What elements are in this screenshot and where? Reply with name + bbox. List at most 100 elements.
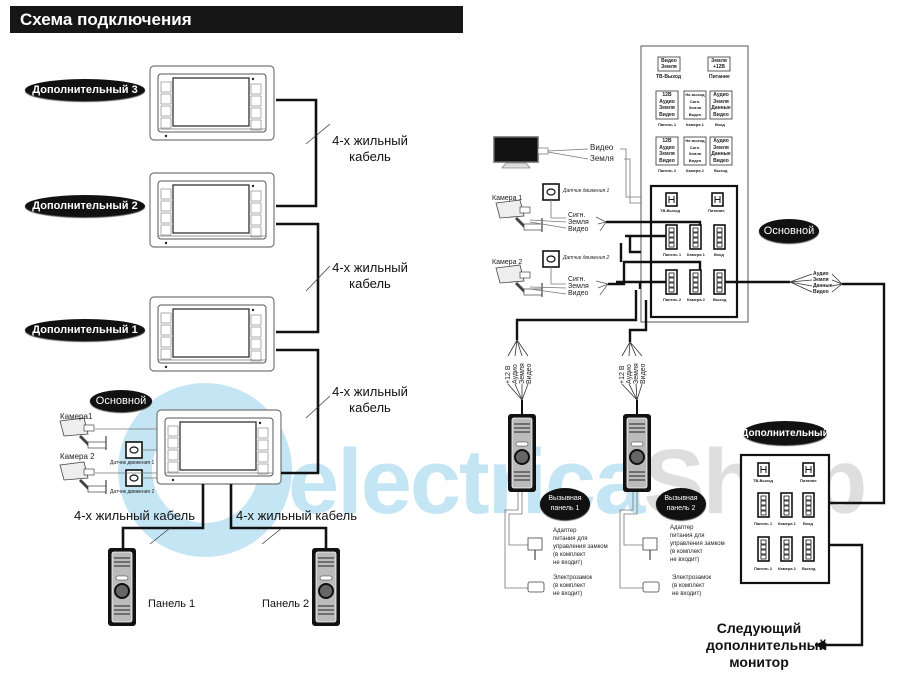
- call-panel-1-label: Вызывная панель 1: [540, 488, 590, 520]
- wire-signal: Сигн.: [568, 276, 586, 283]
- text-line: Электрозамок: [672, 575, 712, 581]
- legend-line: Земля: [688, 105, 702, 110]
- legend-line: Видео: [659, 111, 675, 118]
- main-connector-box: [649, 184, 739, 319]
- text-line: (в комплект: [553, 552, 586, 558]
- legend-caption-input: Вход: [715, 122, 725, 127]
- extra-conn-label-camera-2: Камера 2: [778, 566, 796, 571]
- monitor-extra-1: [149, 296, 275, 372]
- connector-panel-2: [665, 269, 678, 295]
- extra-connector-box: [739, 453, 831, 585]
- text-line: дополнительный: [706, 637, 828, 653]
- text-line: Адаптер: [553, 528, 577, 534]
- cable-label-line1: 4-х жильный: [332, 133, 408, 148]
- legend-line: Видео: [688, 157, 702, 163]
- text-line: (в комплект: [670, 549, 703, 555]
- legend-caption-output: Выход: [714, 168, 728, 173]
- legend-line: Аудио: [659, 98, 675, 105]
- extra-conn-label-panel-2: Панель 2: [754, 566, 773, 571]
- legend-line: 12В: [662, 138, 672, 144]
- extra-connector-input: [802, 492, 815, 518]
- wire-video: Видео: [568, 226, 589, 233]
- motion-sensor-2-icon: [125, 469, 143, 487]
- extra-conn-label-input: Вход: [803, 521, 813, 526]
- conn-label-tv-out: ТВ-Выход: [660, 208, 681, 213]
- wire-video: Видео: [568, 290, 589, 297]
- panel-1-label: Панель 1: [148, 598, 196, 610]
- legend-line: Видео: [713, 157, 729, 164]
- camera-1-right-label: Камера 1: [492, 195, 523, 202]
- monitor-main: [156, 409, 282, 485]
- call-panel-2-right-icon: [622, 413, 652, 493]
- camera-1-icon: [58, 416, 108, 452]
- extra-connector-camera-1: [780, 492, 793, 518]
- legend-line: Земля: [661, 64, 677, 70]
- cable-label-line1: 4-х жильный: [332, 384, 408, 399]
- page-title: Схема подключения: [10, 6, 463, 33]
- tv-monitor-icon: [493, 136, 549, 169]
- arrow-left-icon: [815, 640, 825, 650]
- text-line: Следующий: [716, 620, 802, 636]
- extra-connector-tv-out: [757, 462, 770, 477]
- motion-sensor-2-right-label: Датчик движения 2: [563, 255, 610, 261]
- wire-audio: Аудио: [626, 364, 633, 384]
- legend-caption-tv-out: ТВ-Выход: [656, 74, 682, 80]
- label-extra-1: Дополнительный 1: [25, 319, 145, 341]
- motion-sensor-1-right-label: Датчик движения 1: [563, 188, 610, 194]
- bus-wire-video: Видео: [813, 289, 829, 295]
- connector-camera-1: [689, 224, 702, 250]
- cable-label-panel-2: 4-х жильный кабель: [236, 508, 358, 523]
- call-panel-1-icon: [107, 547, 137, 627]
- conn-label-panel-1: Панель 1: [663, 252, 682, 257]
- conn-label-input: Вход: [714, 252, 724, 257]
- connector-output: [713, 269, 726, 295]
- tv-wire-video: Видео: [590, 143, 614, 152]
- wire-audio: Аудио: [512, 364, 519, 384]
- wire-12v: +12 В: [619, 365, 626, 385]
- camera-2-right-icon: [494, 263, 544, 299]
- extra-conn-label-tv-out: ТВ-Выход: [753, 478, 774, 483]
- label-main-right: Основной: [759, 219, 819, 243]
- legend-caption-panel-1: Панель 1: [658, 122, 677, 127]
- wire-signal: Сигн.: [568, 212, 586, 219]
- motion-sensor-1-right-icon: [542, 183, 560, 201]
- connector-panel-1: [665, 224, 678, 250]
- motion-sensor-1-label: Датчик движения 1: [110, 460, 155, 466]
- cable-label-line2: кабель: [349, 149, 391, 164]
- wire-ground: Земля: [519, 363, 526, 384]
- call-panel-2-icon: [311, 547, 341, 627]
- call-panel-1-right-icon: [507, 413, 537, 493]
- label-extra-right: Дополнительный: [741, 421, 829, 445]
- motion-sensor-2-label: Датчик движения 2: [110, 489, 155, 495]
- wire-ground: Земля: [633, 363, 640, 384]
- extra-connector-panel-1: [757, 492, 770, 518]
- legend-line: Земля: [711, 58, 727, 64]
- legend-caption-power: Питание: [709, 74, 730, 80]
- text-line: не входит): [670, 557, 700, 563]
- legend-line: Видео: [688, 111, 702, 117]
- text-line: (в комплект: [553, 583, 586, 589]
- text-line: не входит): [672, 591, 702, 597]
- extra-connector-camera-2: [780, 536, 793, 562]
- text-line: не входит): [553, 591, 583, 597]
- cable-label-line2: кабель: [349, 400, 391, 415]
- legend-caption-panel-2: Панель 2: [658, 168, 677, 173]
- legend-line: Видео: [661, 58, 677, 64]
- text-line: не входит): [553, 560, 583, 566]
- legend-line: Видео: [659, 157, 675, 164]
- lock-2-icon: [642, 581, 660, 593]
- label-extra-2: Дополнительный 2: [25, 195, 145, 217]
